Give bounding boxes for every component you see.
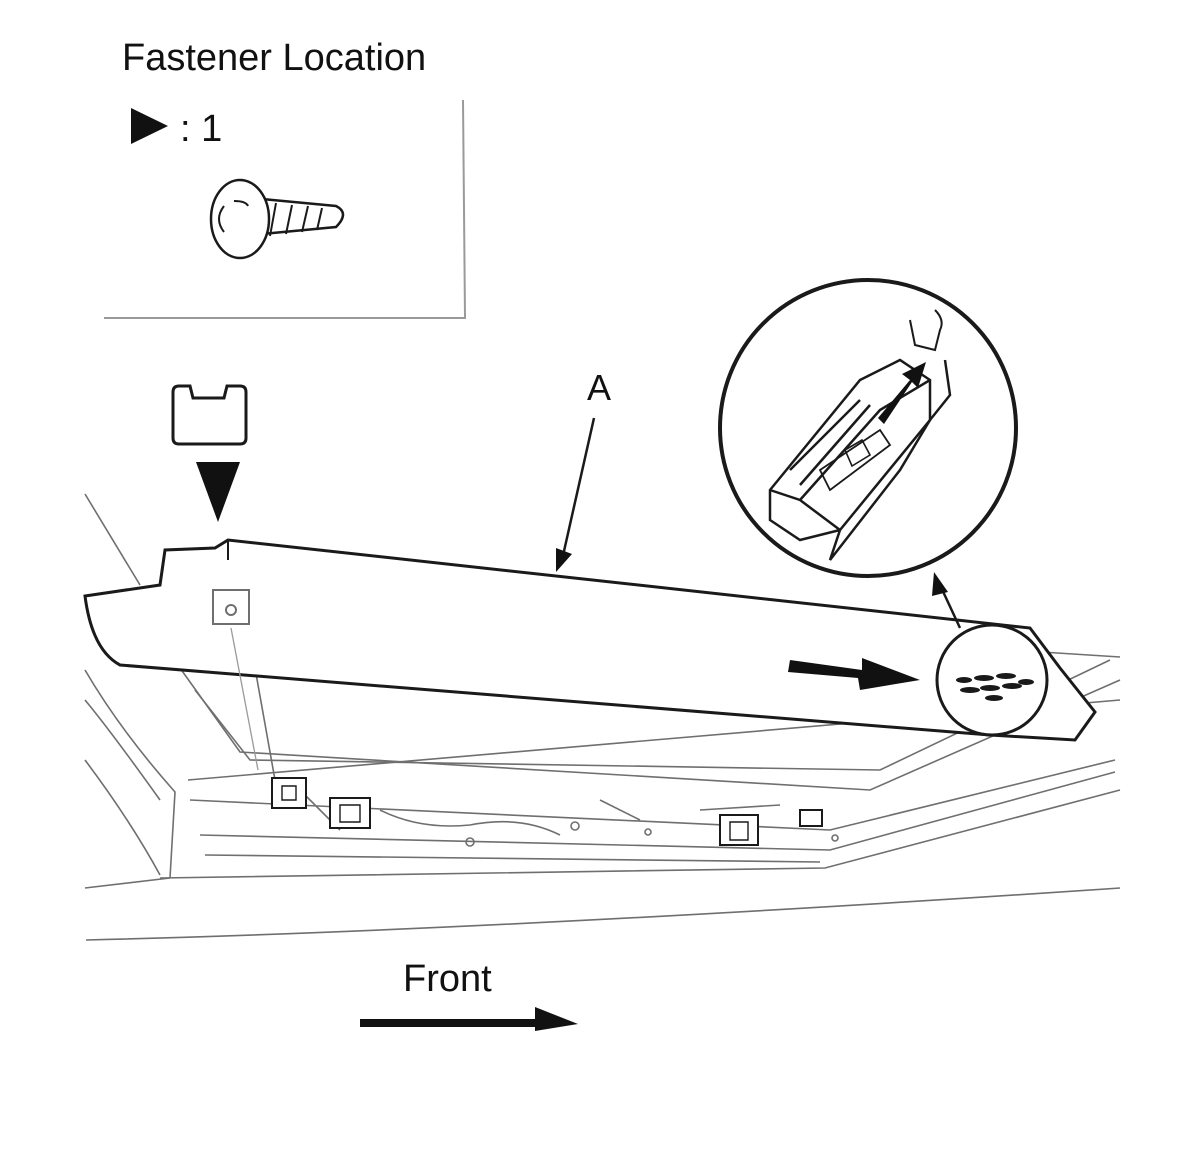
front-label: Front [403,958,492,1000]
trim-panel-a [83,538,1097,771]
insert-arrow-icon [878,362,926,424]
legend-frame [104,99,467,319]
callout-a: A [556,367,611,572]
magnified-detail-circle [718,278,1018,578]
front-direction-indicator: Front [360,958,578,1031]
vehicle-body-lines [84,493,1121,941]
clip-detail-circle [932,572,1049,737]
fastener-cap [171,384,248,446]
slide-direction-arrow [788,658,920,690]
black-triangle-marker-icon [131,108,168,144]
clip-1 [271,777,307,809]
legend-count: : 1 [180,108,222,150]
rail-clips [271,777,823,846]
panel-screw-hole [212,589,250,625]
screw-icon [209,178,345,260]
fastener-legend: Fastener Location : 1 [104,37,467,319]
clip-4 [799,809,823,827]
front-arrow-icon [360,1007,578,1031]
legend-title: Fastener Location [122,37,426,79]
fastener-marker-icon [196,462,240,522]
panel-label: A [587,367,611,408]
clip-2 [329,797,371,829]
